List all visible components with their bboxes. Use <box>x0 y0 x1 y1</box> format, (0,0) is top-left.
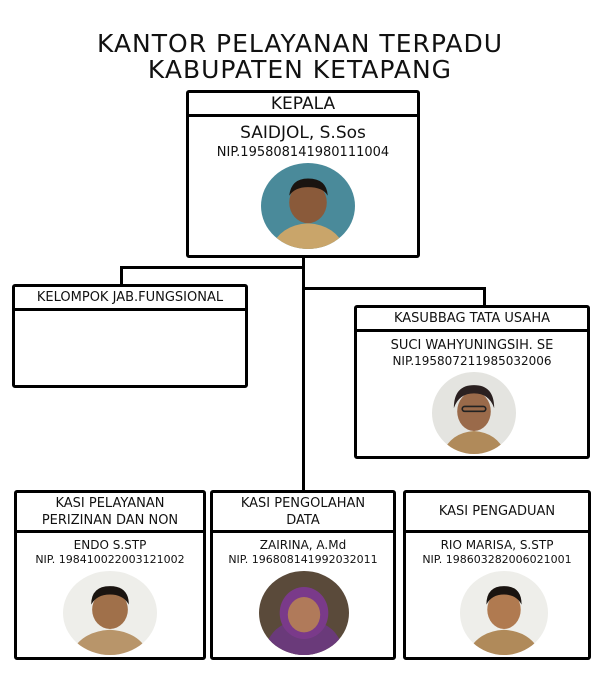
fungsional-position: KELOMPOK JAB.FUNGSIONAL <box>15 287 245 311</box>
kasubbag-name: SUCI WAHYUNINGSIH. SE <box>390 338 554 353</box>
kasi-pelayanan-box: KASI PELAYANAN PERIZINAN DAN NON ENDO S.… <box>14 490 206 660</box>
kasi-pelayanan-header: KASI PELAYANAN PERIZINAN DAN NON <box>17 493 203 533</box>
kasubbag-position: KASUBBAG TATA USAHA <box>357 308 587 332</box>
kasi-pengolahan-position-line2: DATA <box>286 512 320 528</box>
fungsional-box: KELOMPOK JAB.FUNGSIONAL <box>12 284 248 388</box>
kasi-pengolahan-nip: NIP. 196808141992032011 <box>228 553 378 566</box>
connector-kepala-down <box>302 255 305 494</box>
kasi-pelayanan-position-line2: PERIZINAN DAN NON <box>41 512 179 528</box>
chart-title-line1: KANTOR PELAYANAN TERPADU <box>96 29 503 58</box>
kasi-pengolahan-photo <box>259 571 349 655</box>
kepala-nip: NIP.195808141980111004 <box>216 145 390 160</box>
chart-title-line2: KABUPATEN KETAPANG <box>147 55 453 84</box>
connector-right-branch <box>302 287 486 290</box>
kasi-pengolahan-position-line1: KASI PENGOLAHAN <box>240 495 366 511</box>
kepala-photo <box>261 163 355 249</box>
kasi-pengolahan-header: KASI PENGOLAHAN DATA <box>213 493 393 533</box>
connector-right-drop <box>483 287 486 307</box>
kasi-pelayanan-name: ENDO S.STP <box>73 538 147 552</box>
kasubbag-box: KASUBBAG TATA USAHA SUCI WAHYUNINGSIH. S… <box>354 305 590 459</box>
kasubbag-photo <box>432 372 516 454</box>
kasi-pengolahan-box: KASI PENGOLAHAN DATA ZAIRINA, A.Md NIP. … <box>210 490 396 660</box>
kasi-pengaduan-name: RIO MARISA, S.STP <box>440 538 554 552</box>
kasi-pengolahan-name: ZAIRINA, A.Md <box>259 538 347 552</box>
connector-left-branch <box>120 266 305 269</box>
kasi-pengaduan-position: KASI PENGADUAN <box>406 493 588 533</box>
kasi-pelayanan-nip: NIP. 198410022003121002 <box>35 553 185 566</box>
kasi-pengaduan-box: KASI PENGADUAN RIO MARISA, S.STP NIP. 19… <box>403 490 591 660</box>
connector-left-drop <box>120 266 123 286</box>
kepala-box: KEPALA SAIDJOL, S.Sos NIP.19580814198011… <box>186 90 420 258</box>
kasi-pengaduan-photo <box>460 571 548 655</box>
kasi-pelayanan-photo <box>63 571 157 655</box>
kasubbag-nip: NIP.195807211985032006 <box>392 354 552 368</box>
kasi-pelayanan-position-line1: KASI PELAYANAN <box>55 495 165 511</box>
kepala-name: SAIDJOL, S.Sos <box>240 123 366 143</box>
kasi-pengaduan-nip: NIP. 198603282006021001 <box>422 553 572 566</box>
kepala-position: KEPALA <box>189 93 417 117</box>
